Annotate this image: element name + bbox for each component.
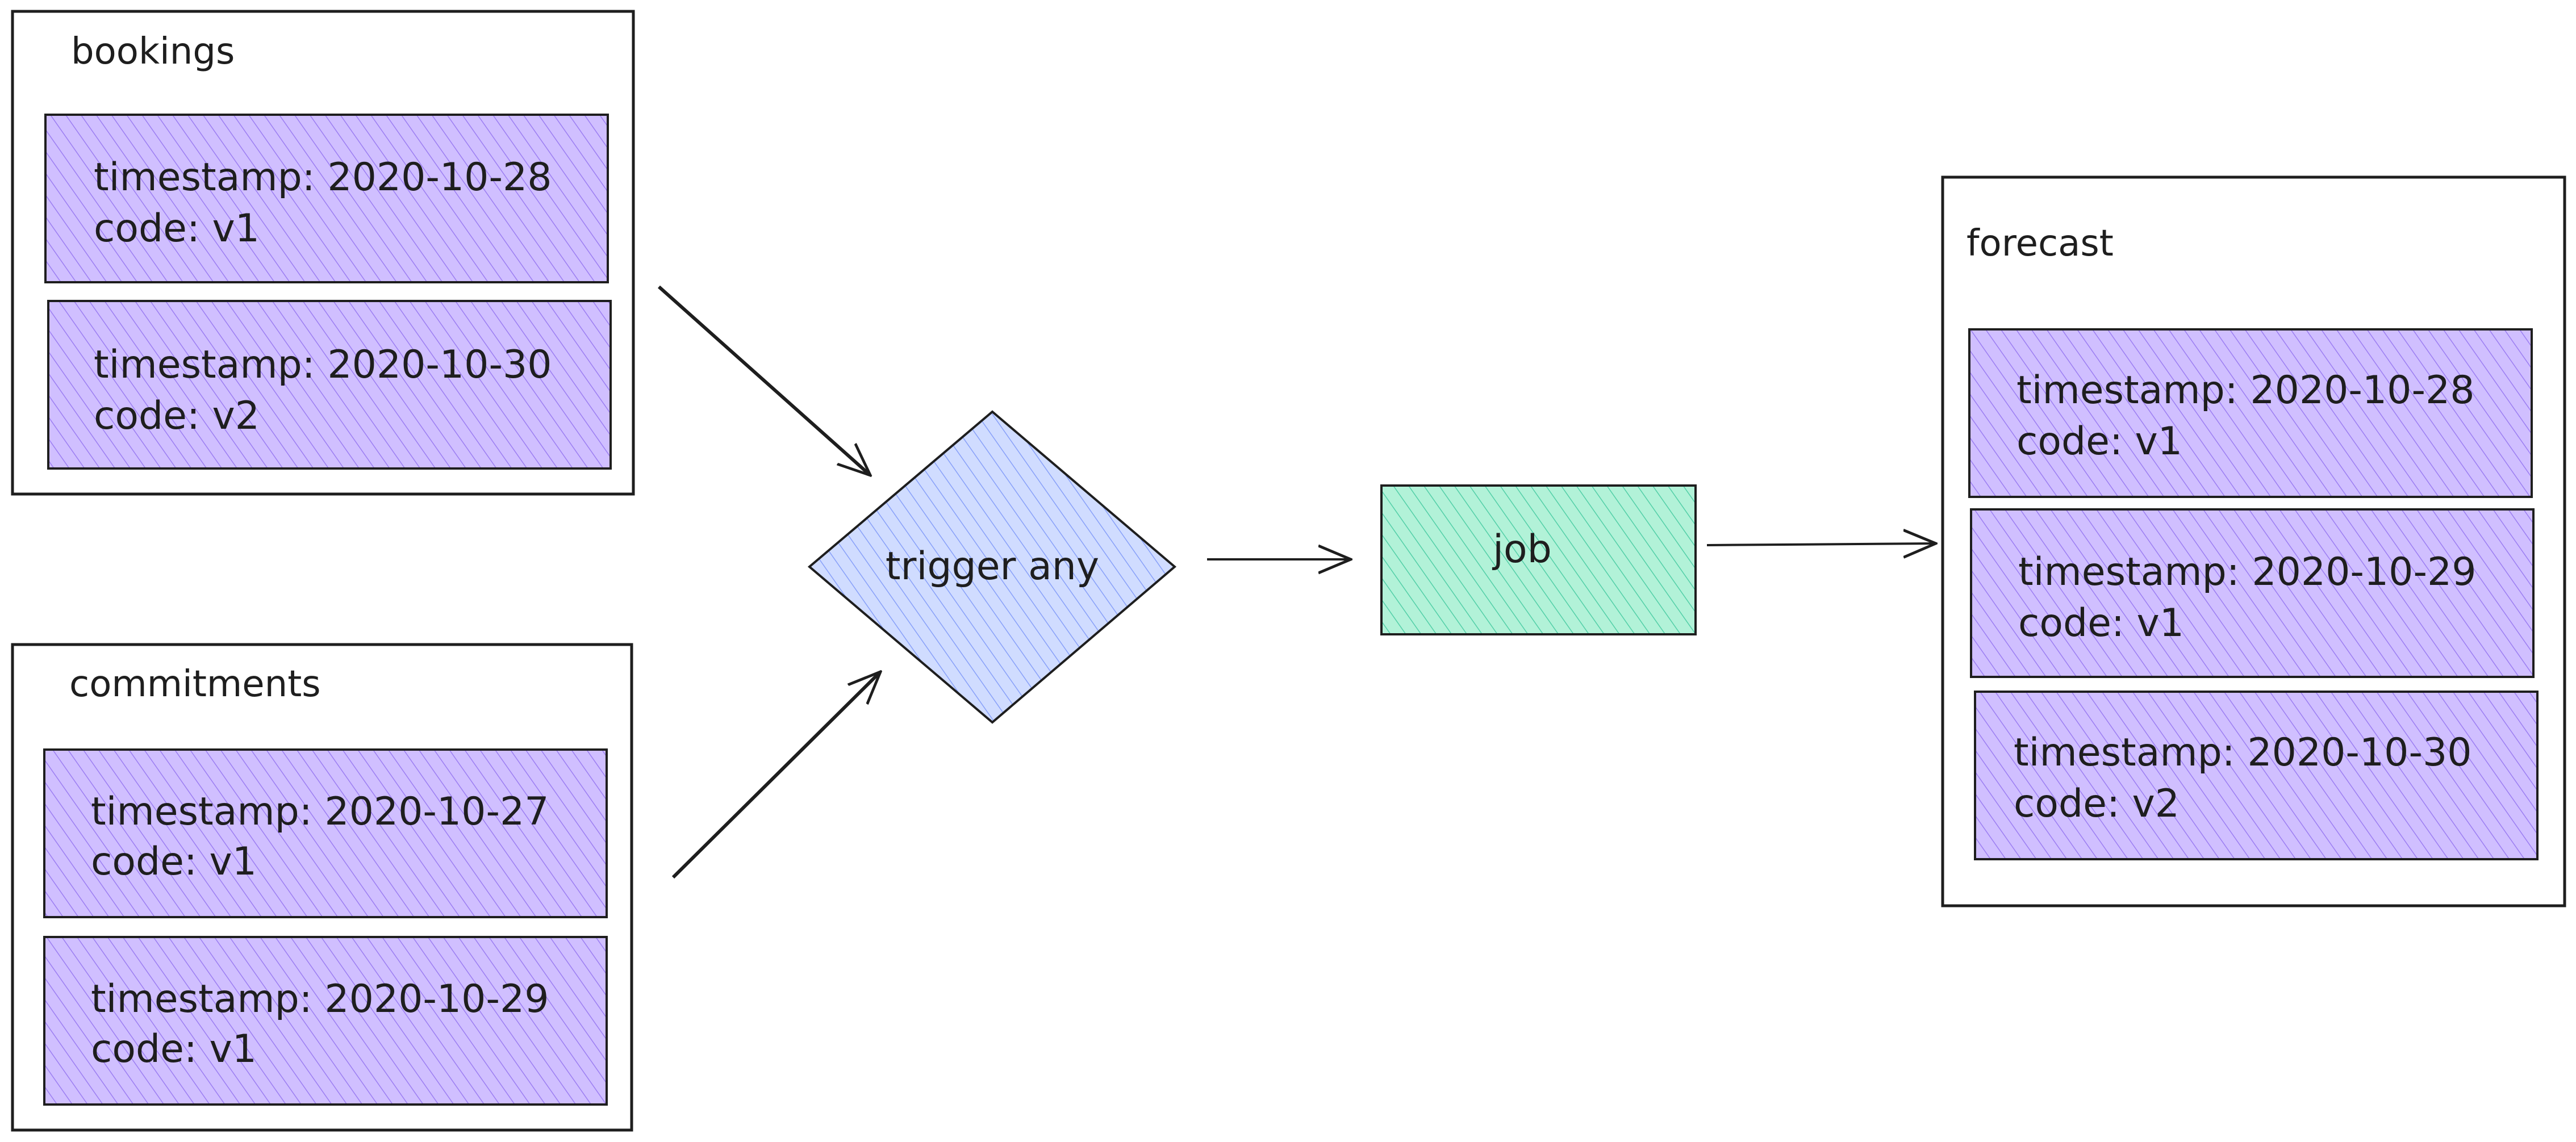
record-card: [43, 748, 608, 918]
trigger-diamond: [807, 410, 1177, 724]
record-card: [1968, 328, 2533, 498]
record-timestamp: timestamp: 2020-10-30: [2014, 730, 2472, 775]
record-code: code: v1: [2018, 601, 2184, 646]
bookings-title: bookings: [71, 31, 235, 73]
record-timestamp: timestamp: 2020-10-27: [91, 789, 549, 834]
record-timestamp: timestamp: 2020-10-28: [94, 155, 552, 200]
trigger-node: trigger any: [807, 410, 1177, 724]
record-code: code: v2: [2014, 781, 2180, 826]
record-code: code: v1: [2016, 419, 2182, 464]
record-code: code: v1: [94, 206, 260, 251]
record-code: code: v1: [91, 839, 257, 884]
record-code: code: v2: [94, 394, 260, 438]
forecast-group: forecast timestamp: 2020-10-28 code: v1 …: [1941, 175, 2566, 907]
record-timestamp: timestamp: 2020-10-29: [91, 977, 549, 1022]
commitments-title: commitments: [69, 663, 321, 705]
record-card: [43, 936, 608, 1106]
commitments-record-2: timestamp: 2020-10-29 code: v1: [43, 936, 608, 1106]
forecast-record-1: timestamp: 2020-10-28 code: v1: [1968, 328, 2533, 498]
job-label: job: [1492, 527, 1552, 572]
job-node: job: [1380, 484, 1697, 635]
record-card: [47, 300, 612, 470]
arrow-job-to-forecast: [1706, 543, 1934, 545]
commitments-group: commitments timestamp: 2020-10-27 code: …: [11, 643, 633, 1132]
bookings-record-2: timestamp: 2020-10-30 code: v2: [47, 300, 612, 470]
job-box: [1380, 484, 1697, 635]
commitments-container: [11, 643, 633, 1132]
forecast-title: forecast: [1967, 223, 2114, 265]
bookings-record-1: timestamp: 2020-10-28 code: v1: [44, 114, 609, 283]
arrow-bookings-to-trigger: [658, 285, 869, 474]
forecast-record-3: timestamp: 2020-10-30 code: v2: [1974, 691, 2539, 860]
record-timestamp: timestamp: 2020-10-28: [2016, 368, 2475, 413]
forecast-record-2: timestamp: 2020-10-29 code: v1: [1970, 508, 2535, 678]
record-timestamp: timestamp: 2020-10-30: [94, 342, 552, 387]
commitments-record-1: timestamp: 2020-10-27 code: v1: [43, 748, 608, 918]
trigger-label: trigger any: [886, 544, 1099, 589]
bookings-group: bookings timestamp: 2020-10-28 code: v1 …: [11, 10, 635, 496]
arrow-commitments-to-trigger: [671, 673, 879, 879]
record-card: [1970, 508, 2535, 678]
record-card: [1974, 691, 2539, 860]
bookings-container: [11, 10, 635, 496]
record-code: code: v1: [91, 1027, 257, 1072]
record-card: [44, 114, 609, 283]
record-timestamp: timestamp: 2020-10-29: [2018, 550, 2477, 595]
forecast-container: [1941, 175, 2566, 907]
